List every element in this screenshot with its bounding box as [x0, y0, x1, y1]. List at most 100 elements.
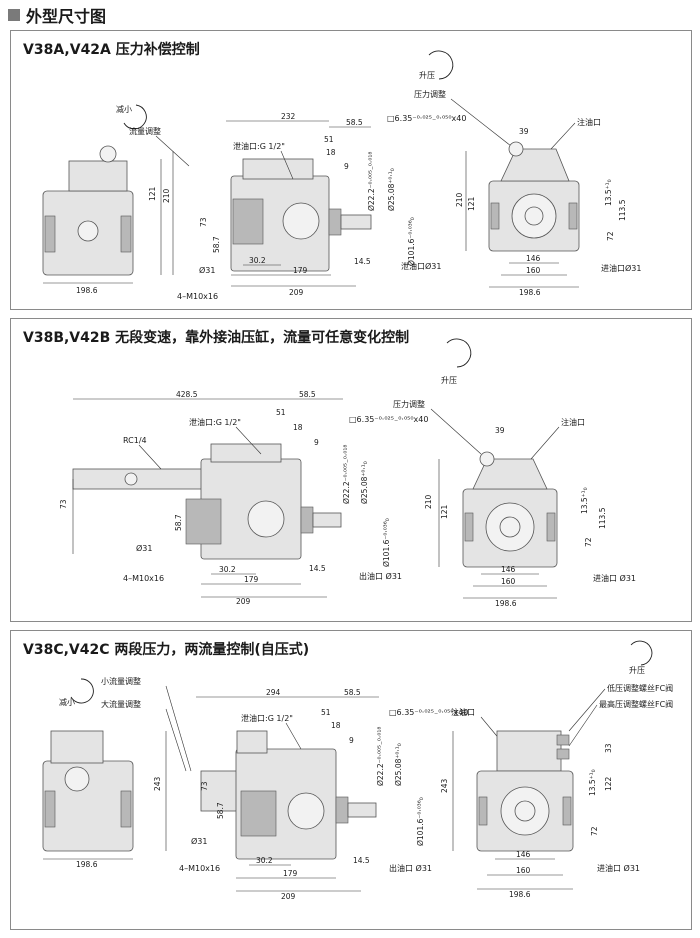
label-decrease: 减小: [59, 697, 75, 707]
dim-121: 121: [148, 186, 157, 201]
dim-51: 51: [276, 408, 286, 417]
dim-198-6-r: 198.6: [519, 288, 541, 297]
dim-14-5: 14.5: [309, 564, 326, 573]
rear-view: [488, 141, 580, 252]
label-bolts: 4–M10x16: [179, 864, 220, 873]
label-port31: Ø31: [136, 543, 152, 553]
dim-198-6-r: 198.6: [509, 890, 531, 899]
dim-30-2: 30.2: [249, 256, 266, 265]
increase-arrow-icon: [630, 640, 653, 666]
dim-72: 72: [590, 826, 599, 836]
dim-210: 210: [162, 188, 171, 203]
dim-51: 51: [321, 708, 331, 717]
label-increase: 升压: [441, 376, 457, 385]
panel-title: V38B,V42B 无段变速，靠外接油压缸，流量可任意变化控制: [23, 330, 410, 346]
dim-9: 9: [314, 438, 319, 447]
label-decrease: 减小: [116, 104, 132, 114]
drawing-v38b: 428.5 58.5 51 18 9 泄油口:G 1/2" RC1/4 73 5…: [59, 338, 636, 608]
dim-232: 232: [281, 112, 296, 121]
dim-121-r: 121: [467, 196, 476, 211]
dim-22-2: Ø22.2⁻⁰·⁰⁰⁵₋⁰·⁰¹⁸: [367, 152, 376, 211]
dim-18: 18: [326, 148, 336, 157]
label-drain: 泄油口:G 1/2": [189, 417, 241, 427]
dim-51: 51: [324, 135, 334, 144]
dim-146: 146: [526, 254, 541, 263]
dim-58-7: 58.7: [174, 514, 183, 531]
dim-9: 9: [349, 736, 354, 745]
label-drain: 泄油口:G 1/2": [233, 141, 285, 151]
dim-39: 39: [519, 127, 529, 136]
dim-113-5: 113.5: [598, 507, 607, 529]
dim-210: 210: [424, 494, 433, 509]
dim-58-7: 58.7: [216, 802, 225, 819]
dim-72: 72: [606, 231, 615, 241]
panel-v38b: V38B,V42B 无段变速，靠外接油压缸，流量可任意变化控制 428.5 58…: [10, 318, 692, 622]
section-header: 外型尺寸图: [8, 4, 106, 26]
label-bolts: 4–M10x16: [177, 292, 218, 301]
label-small-flow: 小流量调整: [101, 676, 141, 686]
dim-25-08: Ø25.08⁺⁰·¹₀: [387, 168, 396, 211]
label-flow-adjust: 流量调整: [129, 126, 161, 136]
dim-39: 39: [495, 426, 505, 435]
dim-179: 179: [283, 869, 298, 878]
label-low-valve: 低压调整螺丝FC阀: [607, 683, 673, 693]
label-inlet31: 进油口 Ø31: [593, 573, 636, 583]
dim-13-5: 13.5⁺¹₀: [588, 769, 597, 796]
label-key: □6.35⁻⁰·⁰²⁵₋⁰·⁰⁵⁰x40: [389, 708, 468, 717]
label-inlet31: 进油口Ø31: [601, 263, 641, 273]
dim-73: 73: [199, 217, 208, 227]
dim-160: 160: [501, 577, 516, 586]
dim-179: 179: [244, 575, 259, 584]
dim-243: 243: [153, 776, 162, 791]
dim-198-6: 198.6: [76, 860, 98, 869]
panel-v38c: V38C,V42C 两段压力，两流量控制(自压式) 减小 198.6 小流量调整…: [10, 630, 692, 930]
dim-294: 294: [266, 688, 281, 697]
dim-146: 146: [501, 565, 516, 574]
side-view: [230, 158, 372, 272]
dim-72: 72: [584, 537, 593, 547]
increase-arrow-icon: [428, 50, 454, 80]
label-key: □6.35⁻⁰·⁰²⁵₋⁰·⁰⁵⁰x40: [349, 415, 428, 424]
dim-73: 73: [59, 499, 68, 509]
dim-25-08: Ø25.08⁺⁰·¹₀: [360, 461, 369, 504]
decrease-arrow-icon: [123, 104, 147, 130]
dim-243-r: 243: [440, 778, 449, 793]
label-pressure-adjust: 压力调整: [414, 89, 446, 99]
label-key: □6.35⁻⁰·⁰²⁵₋⁰·⁰⁵⁰x40: [387, 114, 466, 123]
dim-101-6: Ø101.6⁻⁰·⁰³⁶₀: [382, 518, 391, 567]
dim-33: 33: [604, 743, 613, 753]
dim-101-6: Ø101.6⁻⁰·⁰³⁶₀: [416, 797, 425, 846]
dim-18: 18: [293, 423, 303, 432]
drawing-v38a: 减小 流量调整 121 210 198.6 232 58.5 51 18 9 泄…: [42, 50, 641, 301]
dim-101-6: Ø101.6⁻⁰·⁰³⁶₀: [407, 217, 416, 266]
label-drain31: 泄油口Ø31: [401, 261, 441, 271]
label-pressure-adjust: 压力调整: [393, 399, 425, 409]
panel-title: V38A,V42A 压力补偿控制: [23, 42, 200, 58]
label-outlet31: 出油口 Ø31: [359, 571, 402, 581]
decrease-arrow-icon: [70, 678, 94, 704]
dim-122: 122: [604, 776, 613, 791]
dim-198-6: 198.6: [76, 286, 98, 295]
dim-113-5: 113.5: [618, 199, 627, 221]
rear-view: [462, 451, 558, 568]
increase-arrow-icon: [446, 338, 472, 368]
header-square-icon: [8, 9, 20, 21]
dim-22-2: Ø22.2⁻⁰·⁰⁰⁵₋⁰·⁰¹⁸: [342, 445, 351, 504]
panel-v38a: V38A,V42A 压力补偿控制 减小 流量调整 121 210 198.6: [10, 30, 692, 310]
dim-160: 160: [526, 266, 541, 275]
dim-210-r: 210: [455, 192, 464, 207]
label-port31: Ø31: [199, 265, 215, 275]
dim-121: 121: [440, 504, 449, 519]
label-high-valve: 最高压调整螺丝FC阀: [599, 699, 673, 709]
dim-209: 209: [236, 597, 251, 606]
label-increase: 升压: [419, 71, 435, 80]
label-drain: 泄油口:G 1/2": [241, 713, 293, 723]
dim-14-5: 14.5: [353, 856, 370, 865]
label-fill: 注油口: [451, 707, 475, 717]
rear-view: [476, 730, 574, 852]
label-fill: 注油口: [561, 417, 585, 427]
dim-160: 160: [516, 866, 531, 875]
dim-22-2: Ø22.2⁻⁰·⁰⁰⁵₋⁰·⁰¹⁸: [376, 727, 385, 786]
dim-13-5: 13.5⁺¹₀: [580, 487, 589, 514]
dim-18: 18: [331, 721, 341, 730]
